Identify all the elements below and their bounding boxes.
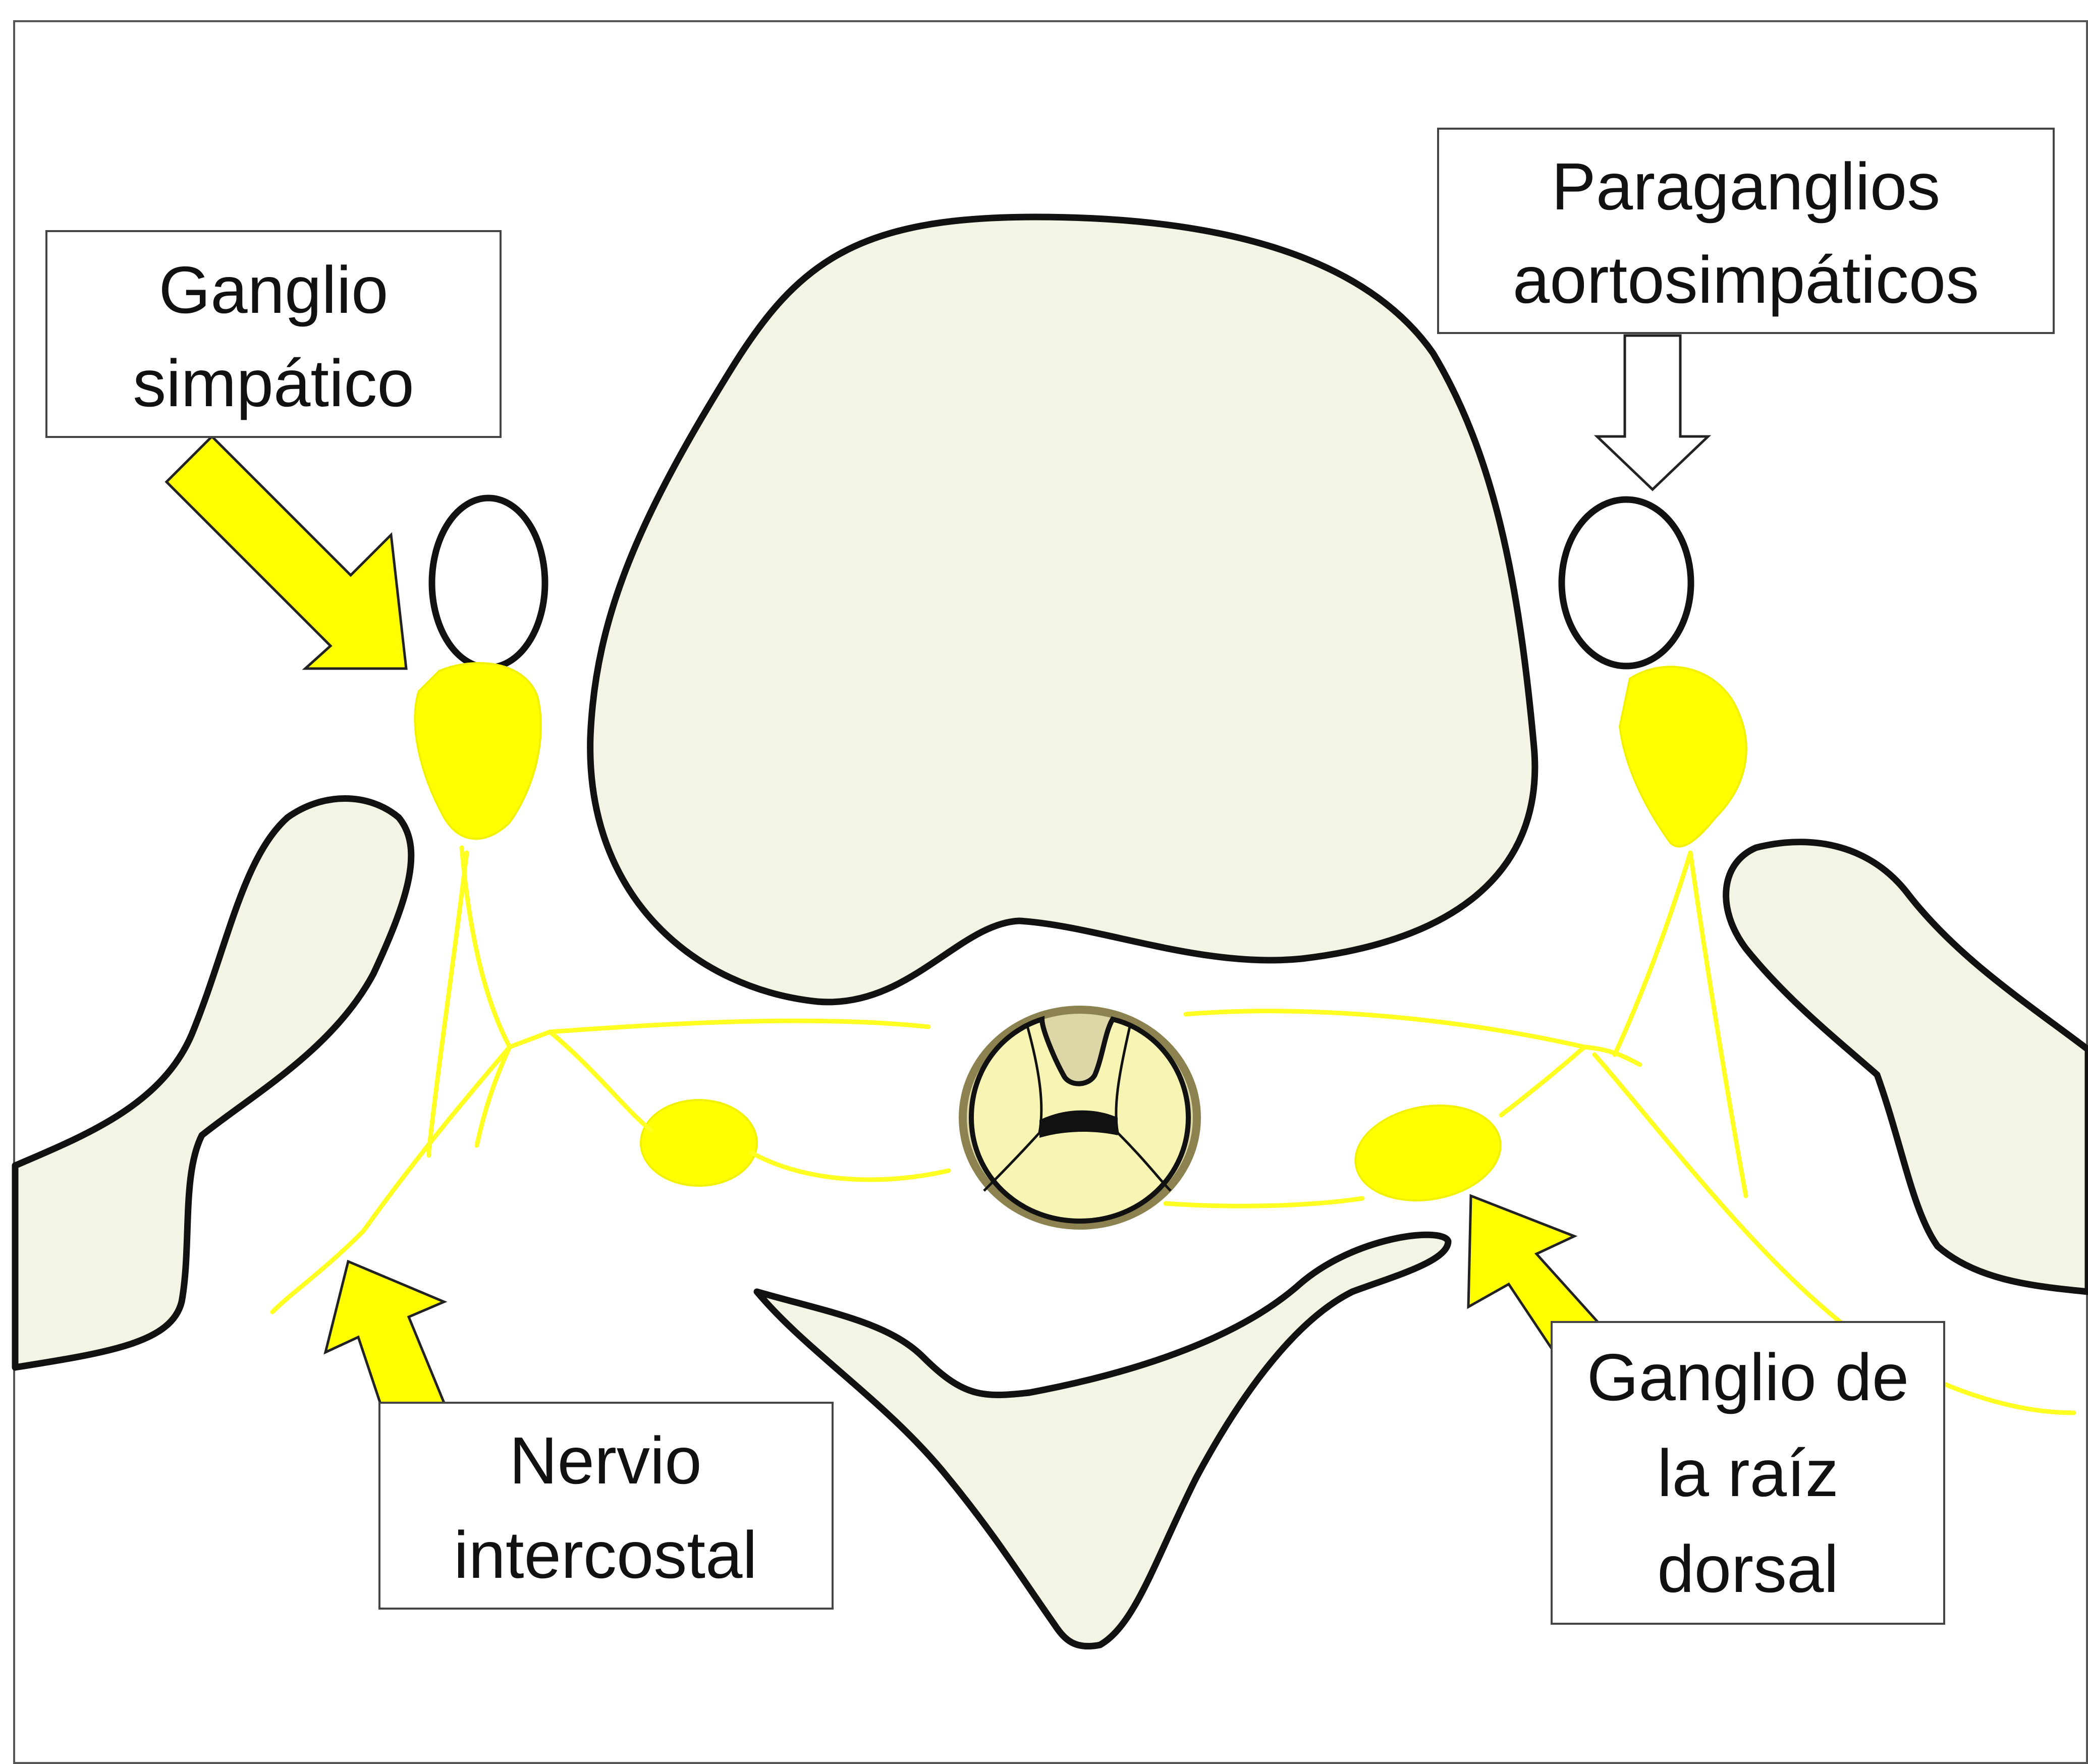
svg-text:dorsal: dorsal [1657,1532,1839,1606]
left-dorsal-root-ganglion [641,1100,757,1186]
svg-text:aortosimpáticos: aortosimpáticos [1513,243,1979,317]
spinous-process [757,1235,1448,1646]
label-dorsal-root-ganglion: Ganglio de la raíz dorsal [1552,1322,1944,1624]
left-paravertebral-vessel [432,498,545,668]
paraganglia-arrow [1597,336,1708,489]
svg-text:Nervio: Nervio [509,1423,701,1498]
label-sympathetic-ganglion: Ganglio simpático [46,231,501,437]
right-dorsal-root-ganglion [1348,1094,1508,1211]
right-rib [1726,842,2088,1292]
vertebral-body [590,217,1535,1002]
label-aortosympathetic-paraganglia: Paraganglios aortosimpáticos [1438,129,2054,333]
svg-text:Paraganglios: Paraganglios [1552,149,1941,224]
right-sympathetic-ganglion [1620,667,1746,846]
right-paravertebral-vessel [1562,500,1691,666]
sympathetic-ganglion-arrow [167,436,406,669]
svg-text:intercostal: intercostal [454,1518,757,1592]
svg-text:simpático: simpático [133,346,414,420]
label-intercostal-nerve: Nervio intercostal [379,1403,833,1609]
svg-text:Ganglio de: Ganglio de [1587,1340,1909,1414]
svg-text:Ganglio: Ganglio [159,253,389,327]
svg-text:la raíz: la raíz [1657,1436,1838,1510]
left-sympathetic-ganglion [415,663,541,839]
spinal-cord [959,1006,1201,1230]
